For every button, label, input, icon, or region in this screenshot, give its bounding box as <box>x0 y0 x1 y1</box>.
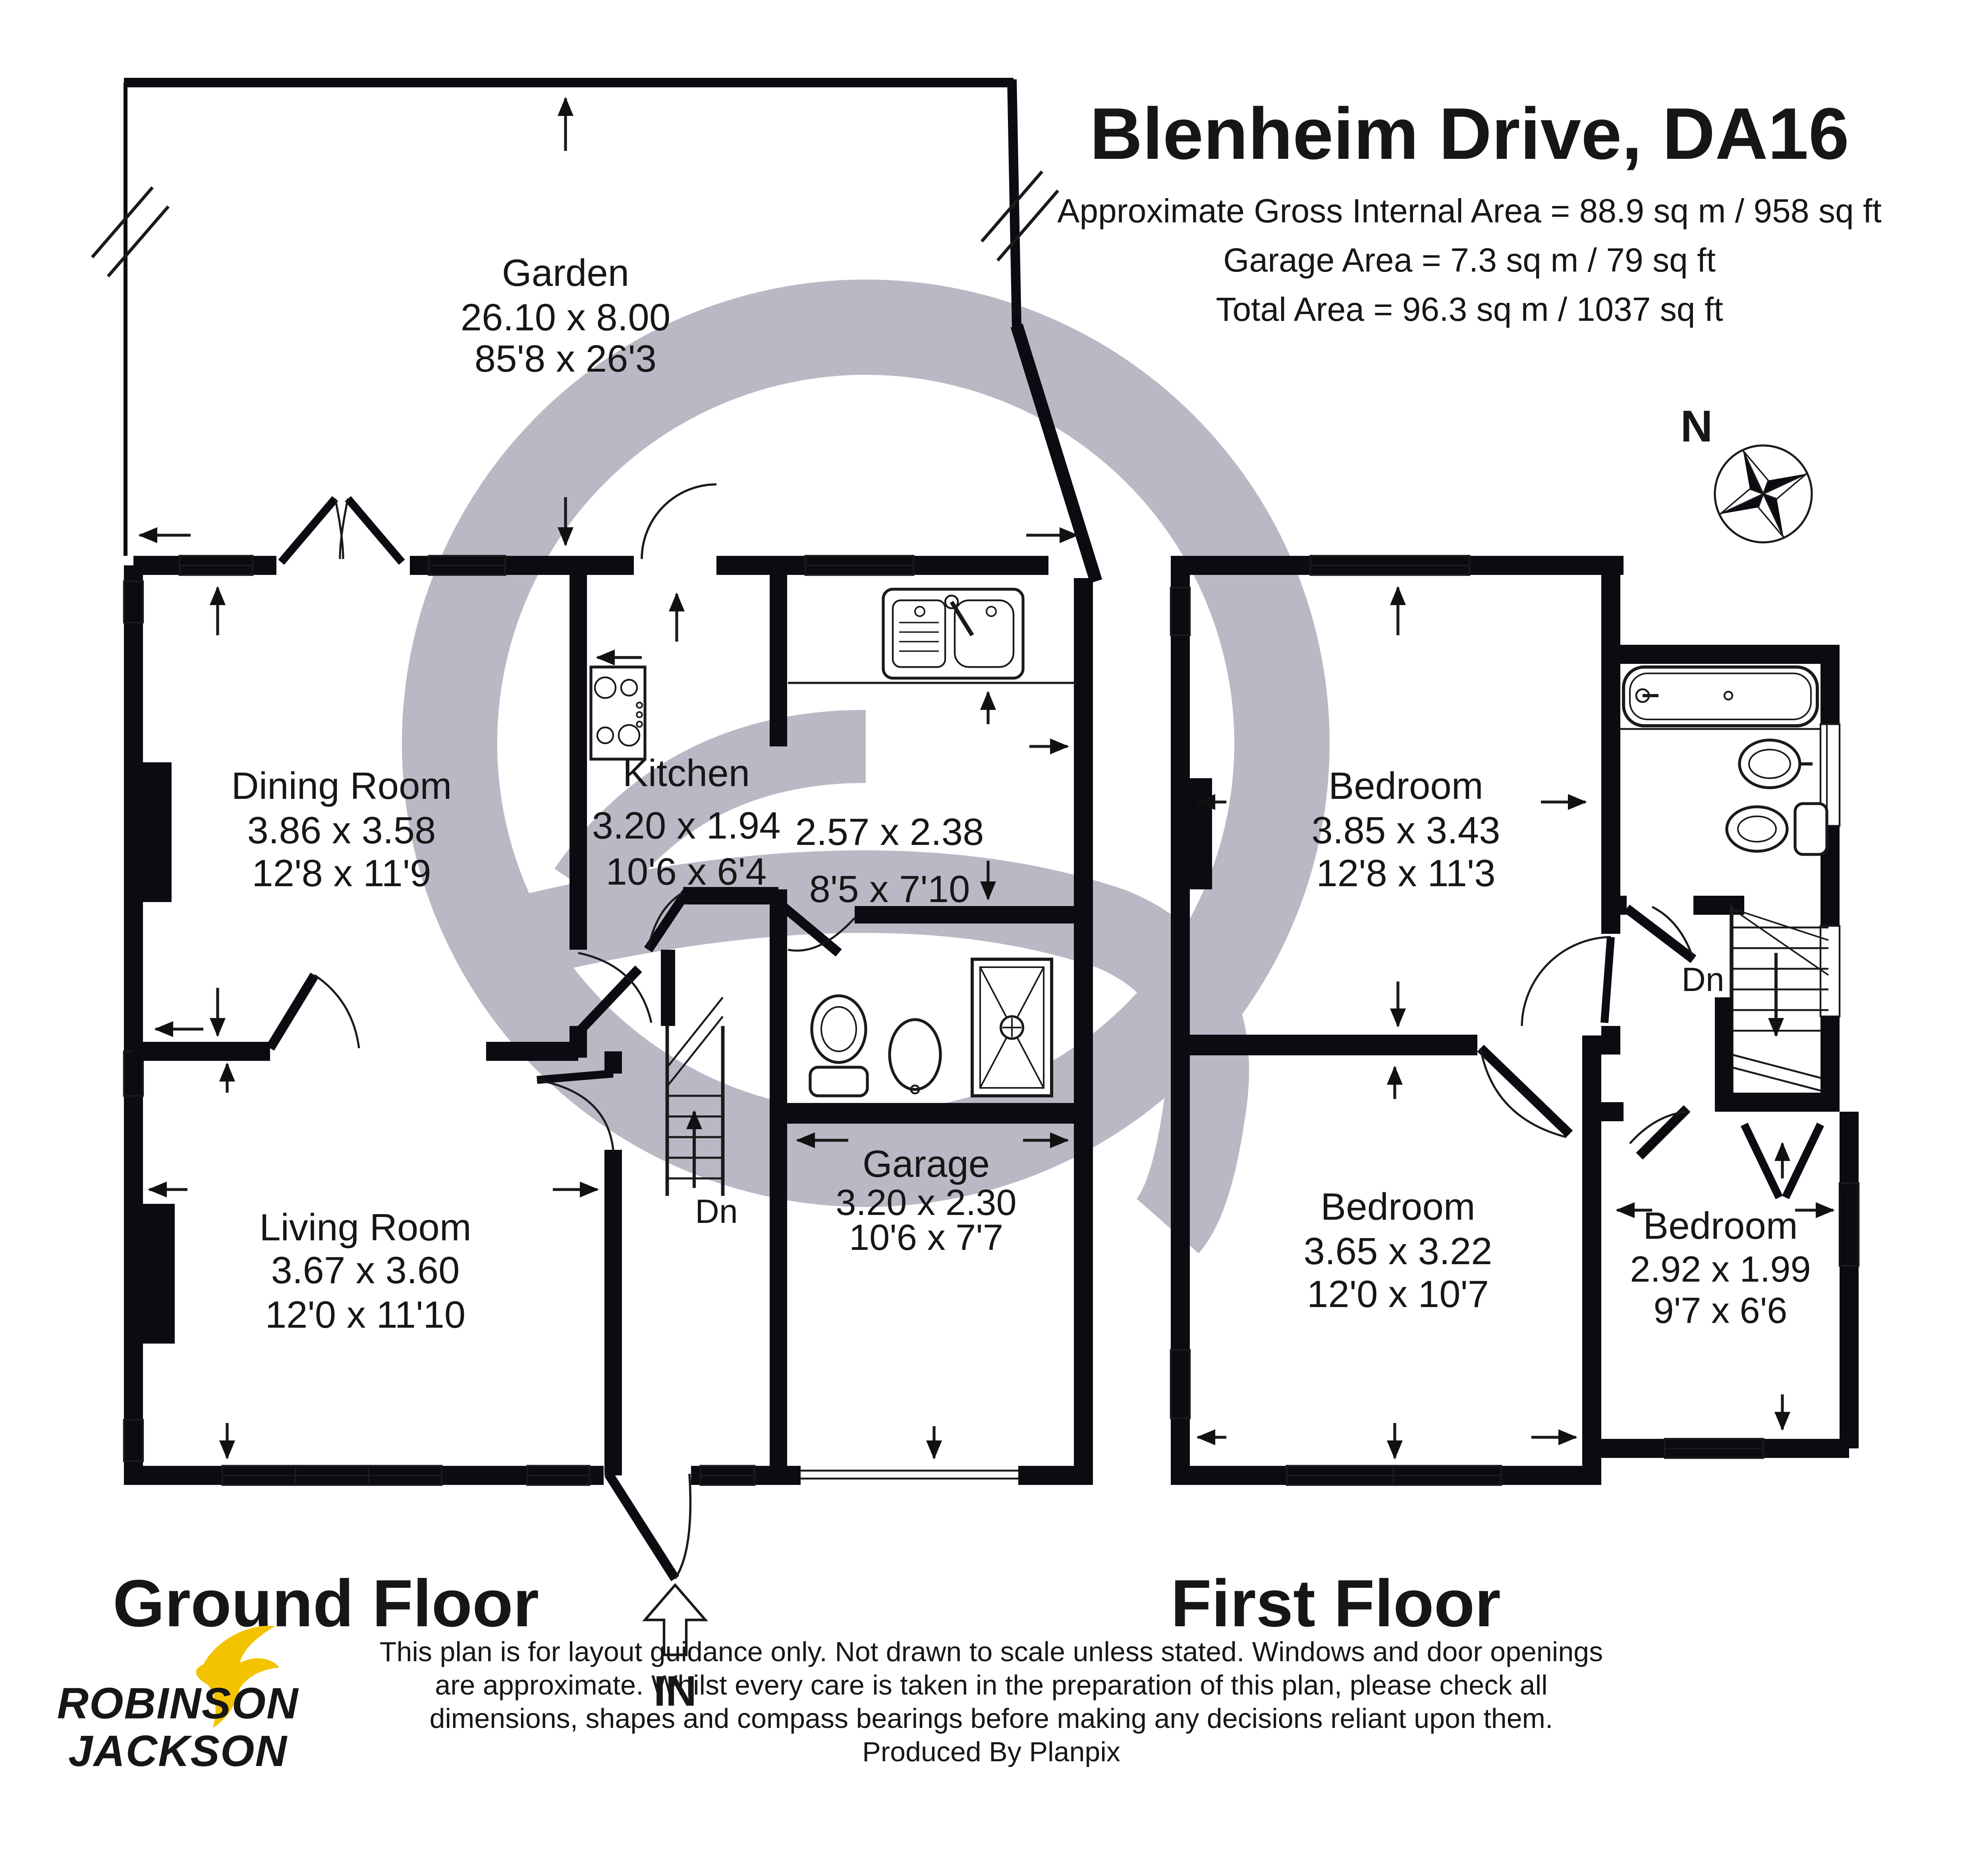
garden-facing-windows <box>178 555 915 576</box>
garage-door <box>801 1466 1018 1485</box>
first-dimension-arrows <box>1196 586 1835 1460</box>
bedroom3-block <box>1592 1102 1860 1459</box>
disclaimer-block: This plan is for layout guidance only. N… <box>380 1636 1603 1767</box>
room-label-utility-imperial: 8'5 x 7'10 <box>809 868 970 910</box>
ground-internal-walls <box>133 575 1083 1475</box>
chimney-breast <box>143 1204 175 1344</box>
front-door <box>604 1466 692 1581</box>
kitchen-door-to-garden <box>634 483 717 578</box>
french-doors-to-garden <box>276 496 410 578</box>
bathroom-door <box>1624 904 1697 963</box>
room-label-garden-imperial: 85'8 x 26'3 <box>475 337 656 380</box>
room-label-utility-metric: 2.57 x 2.38 <box>795 811 984 853</box>
room-label-bedroom3-name: Bedroom <box>1643 1205 1798 1247</box>
front-facing-windows <box>221 1465 756 1486</box>
room-label-bedroom3-metric: 2.92 x 1.99 <box>1630 1249 1811 1290</box>
room-label-living-name: Living Room <box>259 1206 471 1249</box>
entrance-label: IN <box>654 1667 697 1715</box>
chimney-breast <box>143 762 172 902</box>
total-area-line: Total Area = 96.3 sq m / 1037 sq ft <box>1216 291 1723 328</box>
robinson-jackson-logo: ROBINSON JACKSON <box>57 1625 299 1776</box>
wc-door <box>778 901 855 957</box>
dining-door <box>578 952 653 1033</box>
bedroom2-door <box>1477 1045 1573 1138</box>
wc-shower-icon <box>971 958 1053 1097</box>
brand-word-jackson: JACKSON <box>68 1727 288 1776</box>
dining-living-door <box>266 972 360 1051</box>
room-label-living-imperial: 12'0 x 11'10 <box>265 1294 466 1336</box>
room-label-bedroom2-name: Bedroom <box>1320 1186 1475 1228</box>
brand-word-robinson: ROBINSON <box>57 1679 299 1728</box>
disclaimer-line: dimensions, shapes and compass bearings … <box>430 1703 1553 1734</box>
room-label-kitchen-metric: 3.20 x 1.94 <box>592 804 780 847</box>
ground-floor-plan: Dn <box>123 483 1093 1715</box>
hob-icon <box>589 665 647 761</box>
disclaimer-line: This plan is for layout guidance only. N… <box>380 1636 1603 1667</box>
room-label-dining-name: Dining Room <box>232 765 452 807</box>
room-label-bedroom3-imperial: 9'7 x 6'6 <box>1654 1290 1788 1331</box>
entrance-arrow-icon <box>642 1583 708 1656</box>
room-label-kitchen-imperial: 10'6 x 6'4 <box>606 850 767 893</box>
garden-dimension-arrows <box>138 97 1079 546</box>
ground-dimension-arrows <box>148 586 1069 1460</box>
room-label-bedroom1-name: Bedroom <box>1328 765 1483 807</box>
room-label-garden-name: Garden <box>502 252 629 294</box>
garage-area-line: Garage Area = 7.3 sq m / 79 sq ft <box>1223 241 1716 279</box>
room-label-dining-metric: 3.86 x 3.58 <box>247 809 436 852</box>
room-label-garage-imperial: 10'6 x 7'7 <box>849 1217 1003 1258</box>
wc-toilet-icon <box>809 994 869 1097</box>
room-label-bedroom1-metric: 3.85 x 3.43 <box>1311 809 1500 852</box>
first-staircase: Dn <box>1681 905 1841 1112</box>
boundary-break-marks <box>91 170 1060 278</box>
chimney-breast <box>1190 778 1212 889</box>
room-label-living-metric: 3.67 x 3.60 <box>271 1249 459 1292</box>
sink-icon <box>882 588 1025 680</box>
disclaimer-line: Produced By Planpix <box>862 1736 1120 1767</box>
ground-staircase: Dn <box>665 997 738 1230</box>
disclaimer-line: are approximate. Whilst every care is ta… <box>435 1670 1547 1701</box>
room-label-bedroom2-metric: 3.65 x 3.22 <box>1303 1230 1492 1273</box>
room-label-bedroom1-imperial: 12'8 x 11'3 <box>1316 852 1495 895</box>
page-title: Blenheim Drive, DA16 <box>1090 93 1849 174</box>
entrance-marker: IN <box>642 1583 708 1715</box>
bedroom1-door <box>1521 936 1615 1026</box>
first-floor-title: First Floor <box>1171 1566 1501 1641</box>
living-door <box>537 1070 614 1150</box>
stairs-down-label-ground: Dn <box>695 1193 737 1230</box>
compass-rose-icon: N <box>1681 401 1813 544</box>
side-windows <box>123 580 144 1462</box>
room-label-garage-name: Garage <box>863 1143 990 1185</box>
first-floor-windows <box>1170 555 1502 1486</box>
swallow-bird-icon <box>196 1625 280 1728</box>
bath-icon <box>1622 665 1819 727</box>
header-block: Blenheim Drive, DA16 Approximate Gross I… <box>1057 93 1881 328</box>
garden-plot: Garden 26.10 x 8.00 85'8 x 26'3 <box>91 78 1102 583</box>
compass-north-label: N <box>1681 401 1713 451</box>
bathroom-toilet-icon <box>1725 802 1828 856</box>
gross-area-line: Approximate Gross Internal Area = 88.9 s… <box>1057 192 1881 229</box>
room-label-garage-metric: 3.20 x 2.30 <box>836 1182 1016 1223</box>
wc-basin-icon <box>888 1018 942 1095</box>
room-label-kitchen-name: Kitchen <box>623 752 750 794</box>
ground-floor-title: Ground Floor <box>113 1566 539 1641</box>
kitchen-hall-door <box>644 890 690 952</box>
first-floor-plan: Dn Bedroom 3.85 x 3.43 12'8 x 11'3 Bedro… <box>1170 555 1860 1486</box>
room-label-bedroom2-imperial: 12'0 x 10'7 <box>1307 1273 1489 1315</box>
bathroom-block <box>1601 645 1841 926</box>
room-label-garden-metric: 26.10 x 8.00 <box>461 296 670 339</box>
stairs-down-label-first: Dn <box>1681 961 1724 998</box>
room-label-dining-imperial: 12'8 x 11'9 <box>252 852 431 895</box>
bathroom-basin-icon <box>1738 738 1813 789</box>
